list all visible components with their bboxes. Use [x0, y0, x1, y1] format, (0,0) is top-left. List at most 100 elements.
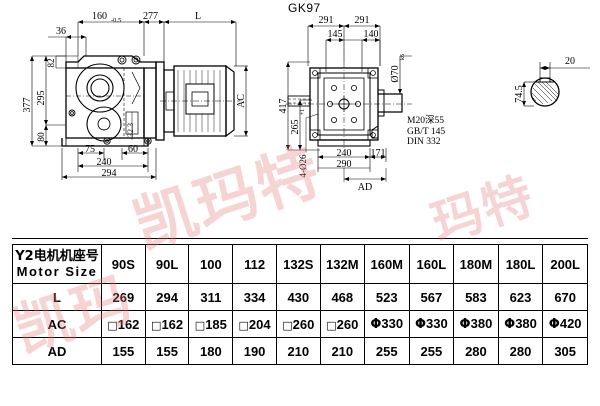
table-cell: 430: [275, 283, 321, 311]
table-cell: 334: [232, 283, 277, 311]
table-cell: 269: [101, 283, 146, 311]
shaft-section-view: [530, 77, 560, 107]
table-row-label: AC: [12, 310, 102, 338]
table-cell: □260: [319, 310, 365, 338]
dim-377: 377: [22, 98, 33, 113]
dim-75: 75: [85, 144, 95, 155]
table-cell: 255: [363, 337, 410, 365]
dim-82: 82: [46, 59, 56, 68]
square-symbol: □: [238, 318, 249, 332]
callout-line-din: DIN 332: [407, 137, 441, 147]
table-column-header: 100: [188, 244, 234, 284]
diameter-symbol: Φ: [548, 317, 560, 332]
dim-36: 36: [56, 26, 66, 37]
table-cell: □204: [232, 310, 277, 338]
table-cell: □162: [101, 310, 146, 338]
technical-drawing: 160 -0.5 277 L 36 377 295 82 80 75 60 24…: [22, 11, 590, 193]
shaft-section-dimension-text: 20 74.5: [514, 56, 575, 103]
table-cell: 567: [408, 283, 455, 311]
table-column-header: 160L: [408, 244, 455, 284]
front-view-dimension-text: 291 291 145 140 417 265 +1 4-Ø26 240 171…: [278, 15, 406, 193]
dim-290: 290: [337, 159, 352, 170]
square-symbol: □: [326, 318, 337, 332]
table-column-header: 200L: [542, 244, 588, 284]
dim-AD: AD: [358, 182, 372, 193]
table-cell: 155: [144, 337, 190, 365]
callout-line-thread: M20深55: [407, 116, 444, 126]
dim-240: 240: [97, 157, 112, 168]
front-view-arrowheads: [286, 24, 402, 181]
dim-L: L: [195, 11, 201, 22]
table-column-header: 160M: [363, 244, 410, 284]
front-elevation-view: [286, 62, 412, 150]
dim-265: 265: [290, 120, 301, 135]
dim-key-height: 74.5: [514, 85, 525, 103]
diameter-symbol: Φ: [459, 317, 471, 332]
dim-277: 277: [143, 11, 158, 22]
callout-line-gbt: GB/T 145: [407, 126, 446, 137]
header-label-en: Motor Size: [16, 264, 98, 279]
table-cell: 583: [453, 283, 499, 311]
table-cell: 210: [275, 337, 321, 365]
table-column-header: 132S: [275, 244, 321, 284]
diameter-symbol: Φ: [504, 317, 516, 332]
square-symbol: □: [282, 318, 293, 332]
table-cell: 311: [188, 283, 234, 311]
table-cell: Φ330: [363, 310, 410, 338]
side-view-arrowheads: [30, 20, 248, 179]
dim-4x26: 4-Ø26: [298, 154, 308, 177]
table-column-header: 90L: [144, 244, 190, 284]
table-column-header: 180L: [497, 244, 544, 284]
table-cell: □260: [275, 310, 321, 338]
table-cell: 468: [319, 283, 365, 311]
table-top-rule: [12, 238, 588, 239]
diameter-symbol: Φ: [414, 317, 427, 332]
dim-160-tolerance: -0.5: [111, 17, 121, 24]
table-cell: 294: [144, 283, 190, 311]
dim-32-3: 32.3: [126, 123, 135, 137]
table-cell: Φ380: [453, 310, 499, 338]
table-cell: 210: [319, 337, 365, 365]
dim-265-tolerance: +1: [300, 109, 306, 115]
dim-shaft-diameter: Ø70: [390, 65, 401, 82]
square-symbol: □: [107, 318, 118, 332]
dim-240-front: 240: [337, 148, 352, 159]
side-elevation-view: [61, 55, 240, 147]
dim-shaft-tolerance: k6: [400, 54, 406, 60]
drawing-title: GK97: [288, 1, 321, 15]
dim-key-width: 20: [565, 56, 575, 67]
table-cell: Φ420: [542, 310, 588, 338]
dim-295: 295: [36, 91, 47, 106]
dim-291-left: 291: [319, 15, 334, 26]
table-cell: Φ380: [497, 310, 544, 338]
table-cell: 255: [408, 337, 455, 365]
table-column-header: 180M: [453, 244, 499, 284]
table-cell: 305: [542, 337, 588, 365]
dim-60: 60: [128, 144, 138, 155]
table-cell: Φ330: [408, 310, 455, 338]
table-row-label: L: [12, 283, 102, 311]
table-cell: □185: [188, 310, 234, 338]
dim-291-right: 291: [355, 15, 370, 26]
table-cell: 190: [232, 337, 277, 365]
table-row-label: AD: [12, 337, 102, 365]
table-cell: 155: [101, 337, 146, 365]
header-label-cn: Y2电机机座号: [15, 249, 99, 264]
dim-417: 417: [278, 99, 289, 114]
table-cell: 523: [363, 283, 410, 311]
table-cell: □162: [144, 310, 190, 338]
shaft-section-arrowheads: [522, 66, 550, 106]
dim-AC: AC: [236, 94, 247, 108]
table-cell: 280: [453, 337, 499, 365]
diameter-symbol: Φ: [370, 317, 382, 332]
table-cell: 280: [497, 337, 544, 365]
square-symbol: □: [151, 318, 162, 332]
table-column-header: 132M: [319, 244, 365, 284]
table-cell: 670: [542, 283, 588, 311]
